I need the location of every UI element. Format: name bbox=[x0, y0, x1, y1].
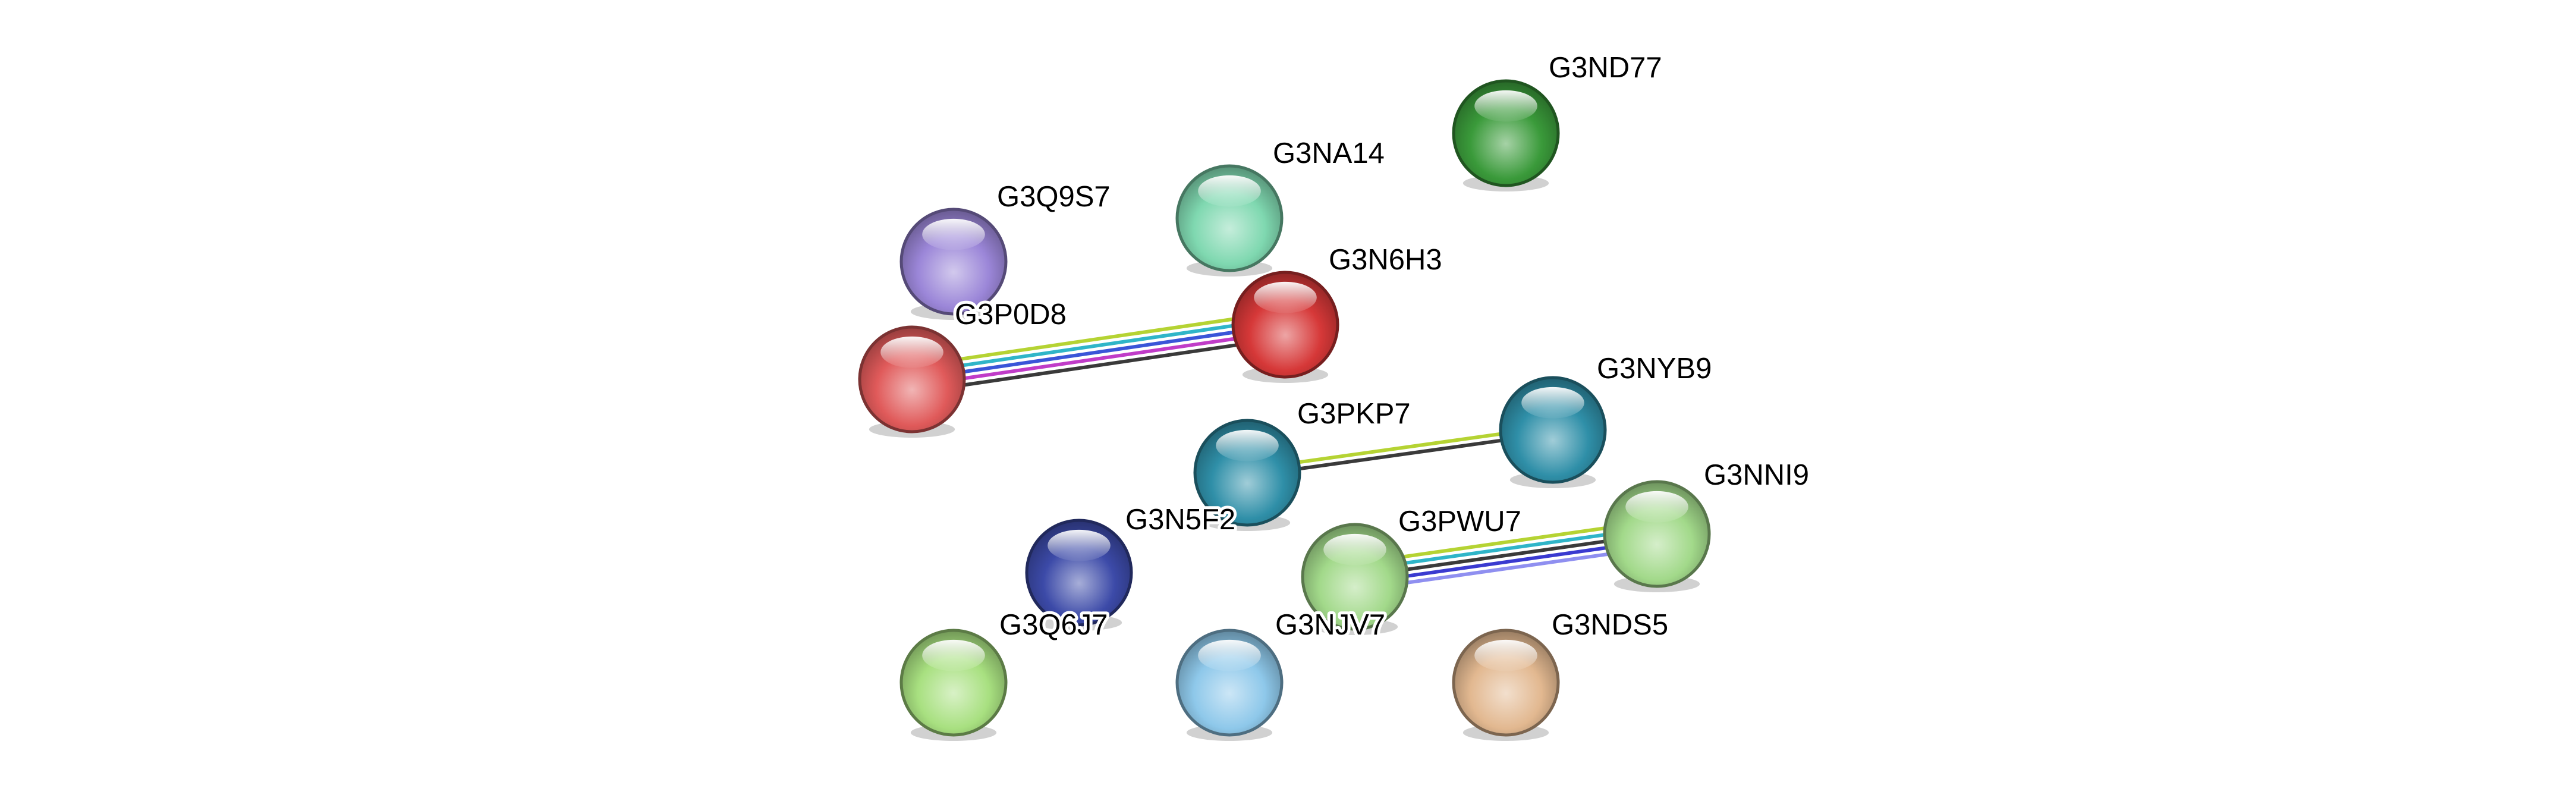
edge-line bbox=[910, 323, 1287, 381]
node-highlight bbox=[1216, 429, 1279, 461]
node-label: G3NDS5 bbox=[1552, 609, 1668, 641]
node-g3nni9[interactable]: G3NNI9 bbox=[1603, 456, 1812, 592]
nodes-layer: G3ND77G3NA14G3Q9S7G3N6H3G3P0D8G3NYB9G3PK… bbox=[858, 49, 1812, 741]
node-label: G3Q9S7 bbox=[997, 181, 1111, 213]
node-label: G3NJV7 bbox=[1275, 609, 1385, 641]
node-highlight bbox=[1254, 281, 1317, 313]
edge-line bbox=[912, 335, 1289, 394]
node-g3q9s7[interactable]: G3Q9S7 bbox=[899, 178, 1114, 320]
node-label: G3N6H3 bbox=[1329, 244, 1442, 276]
node-label: G3NA14 bbox=[1273, 137, 1385, 169]
node-highlight bbox=[922, 218, 985, 250]
node-highlight bbox=[1323, 533, 1386, 566]
node-label: G3ND77 bbox=[1549, 52, 1662, 84]
node-highlight bbox=[1474, 90, 1537, 122]
edge-line bbox=[911, 329, 1288, 388]
edge-line bbox=[909, 316, 1287, 375]
node-highlight bbox=[1625, 491, 1688, 523]
node-highlight bbox=[1048, 529, 1111, 561]
node-highlight bbox=[1198, 639, 1261, 671]
node-g3pwu7[interactable]: G3PWU7 bbox=[1301, 502, 1524, 635]
node-label: G3PWU7 bbox=[1398, 505, 1521, 538]
node-g3nd77[interactable]: G3ND77 bbox=[1452, 49, 1665, 191]
node-g3na14[interactable]: G3NA14 bbox=[1175, 134, 1388, 277]
node-g3q6j7[interactable]: G3Q6J7 bbox=[899, 606, 1111, 741]
node-highlight bbox=[1521, 387, 1584, 419]
node-label: G3PKP7 bbox=[1297, 398, 1411, 430]
node-highlight bbox=[922, 639, 985, 671]
node-g3n5f2[interactable]: G3N5F2 bbox=[1025, 501, 1238, 631]
node-g3p0d8[interactable]: G3P0D8 bbox=[858, 296, 1070, 438]
node-g3njv7[interactable]: G3NJV7 bbox=[1175, 606, 1388, 741]
edge-line bbox=[908, 310, 1285, 369]
node-highlight bbox=[1198, 175, 1261, 207]
node-label: G3NNI9 bbox=[1704, 459, 1809, 491]
node-highlight bbox=[1474, 639, 1537, 671]
node-label: G3P0D8 bbox=[955, 299, 1067, 331]
node-g3nds5[interactable]: G3NDS5 bbox=[1452, 606, 1671, 741]
edge-G3P0D8-G3N6H3[interactable] bbox=[908, 310, 1289, 394]
node-highlight bbox=[880, 336, 943, 368]
node-g3nyb9[interactable]: G3NYB9 bbox=[1499, 350, 1715, 488]
node-g3pkp7[interactable]: G3PKP7 bbox=[1193, 395, 1414, 531]
node-label: G3NYB9 bbox=[1597, 353, 1712, 385]
node-label: G3N5F2 bbox=[1125, 504, 1235, 536]
node-label: G3Q6J7 bbox=[999, 609, 1108, 641]
node-g3n6h3[interactable]: G3N6H3 bbox=[1231, 241, 1445, 383]
